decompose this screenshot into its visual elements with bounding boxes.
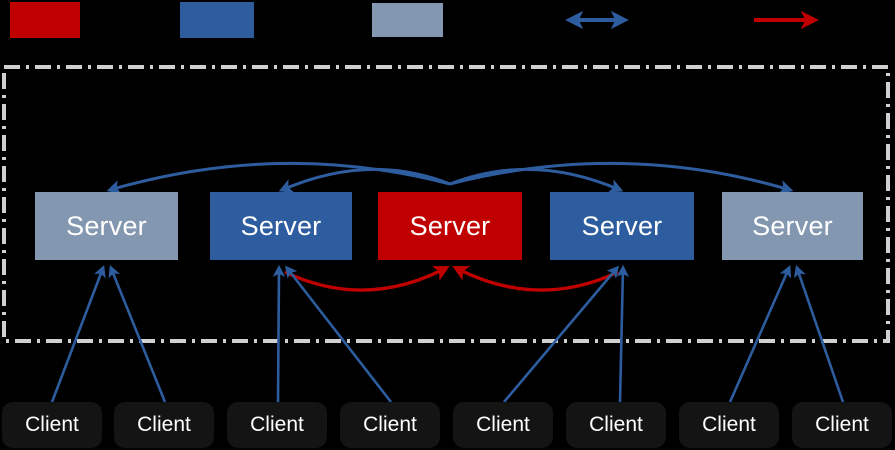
server-4-label: Server — [581, 210, 663, 241]
client-3-label: Client — [250, 413, 304, 436]
client-7-label: Client — [702, 413, 756, 436]
server-5-label: Server — [752, 210, 833, 241]
server-1[interactable]: Server — [35, 192, 178, 260]
legend-arrow-unidirectional — [752, 10, 822, 30]
client-8-label: Client — [815, 413, 869, 436]
server-4[interactable]: Server — [550, 192, 694, 260]
client-4-label: Client — [363, 413, 417, 436]
client-5-label: Client — [476, 413, 530, 436]
client-7[interactable]: Client — [679, 402, 779, 448]
server-3-label: Server — [409, 210, 491, 241]
server-2[interactable]: Server — [210, 192, 352, 260]
client-2-label: Client — [137, 413, 191, 436]
legend-swatch-red — [10, 2, 80, 38]
legend-swatch-blue — [180, 2, 254, 38]
client-6[interactable]: Client — [566, 402, 666, 448]
server-3[interactable]: Server — [378, 192, 522, 260]
legend-swatch-steelblue — [372, 3, 443, 37]
client-2[interactable]: Client — [114, 402, 214, 448]
client-8[interactable]: Client — [792, 402, 892, 448]
legend-arrow-bidirectional — [562, 10, 632, 30]
client-1[interactable]: Client — [2, 402, 102, 448]
server-5[interactable]: Server — [722, 192, 863, 260]
client-5[interactable]: Client — [453, 402, 553, 448]
client-4[interactable]: Client — [340, 402, 440, 448]
server-1-label: Server — [66, 210, 147, 241]
server-2-label: Server — [240, 210, 322, 241]
client-1-label: Client — [25, 413, 79, 436]
client-6-label: Client — [589, 413, 643, 436]
client-3[interactable]: Client — [227, 402, 327, 448]
